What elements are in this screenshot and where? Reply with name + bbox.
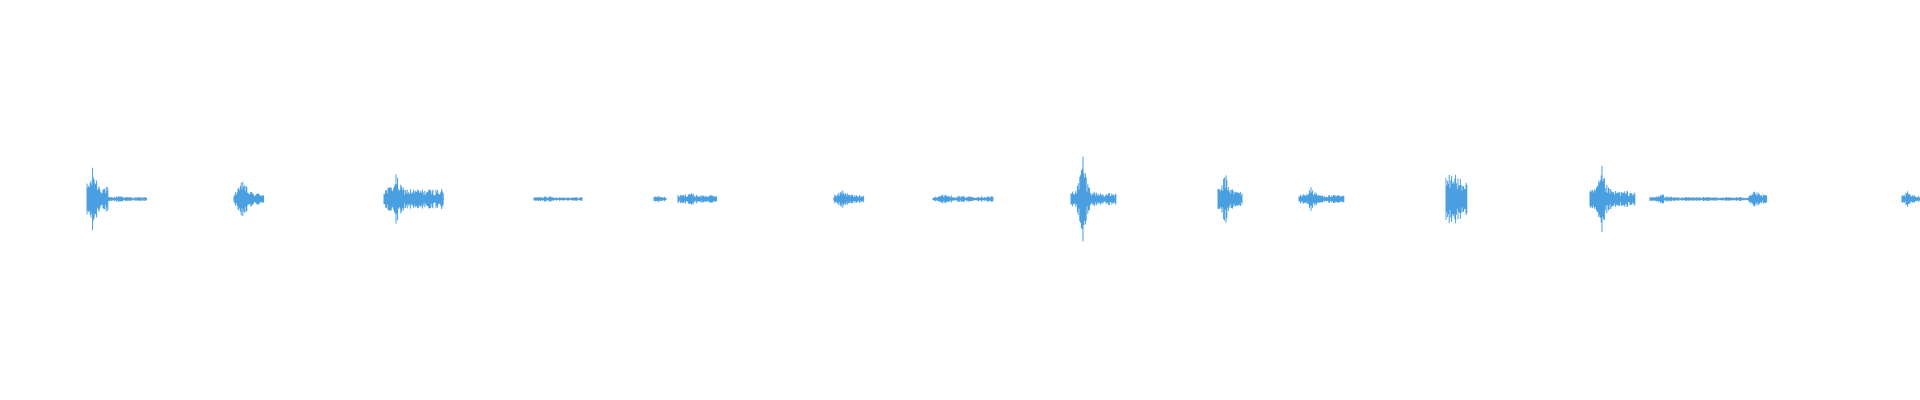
- waveform-burst-15: [1748, 191, 1768, 207]
- waveform-burst-0: [86, 167, 109, 231]
- waveform-burst-12: [1445, 174, 1468, 224]
- waveform-burst-16: [1901, 191, 1920, 207]
- waveform-burst-1: [107, 196, 147, 202]
- waveform-burst-7: [833, 190, 865, 208]
- waveform-burst-6: [677, 193, 717, 205]
- waveform-burst-8: [932, 194, 994, 204]
- waveform-bursts: [86, 156, 1920, 242]
- waveform-burst-10: [1217, 175, 1243, 223]
- waveform-burst-3: [383, 174, 444, 224]
- waveform-burst-4: [533, 196, 583, 202]
- waveform-burst-9: [1070, 156, 1117, 242]
- waveform-burst-2: [233, 181, 265, 217]
- waveform-burst-5: [653, 195, 667, 203]
- waveform-burst-11: [1298, 187, 1345, 211]
- waveform-burst-14: [1649, 194, 1749, 204]
- waveform-burst-13: [1589, 165, 1636, 233]
